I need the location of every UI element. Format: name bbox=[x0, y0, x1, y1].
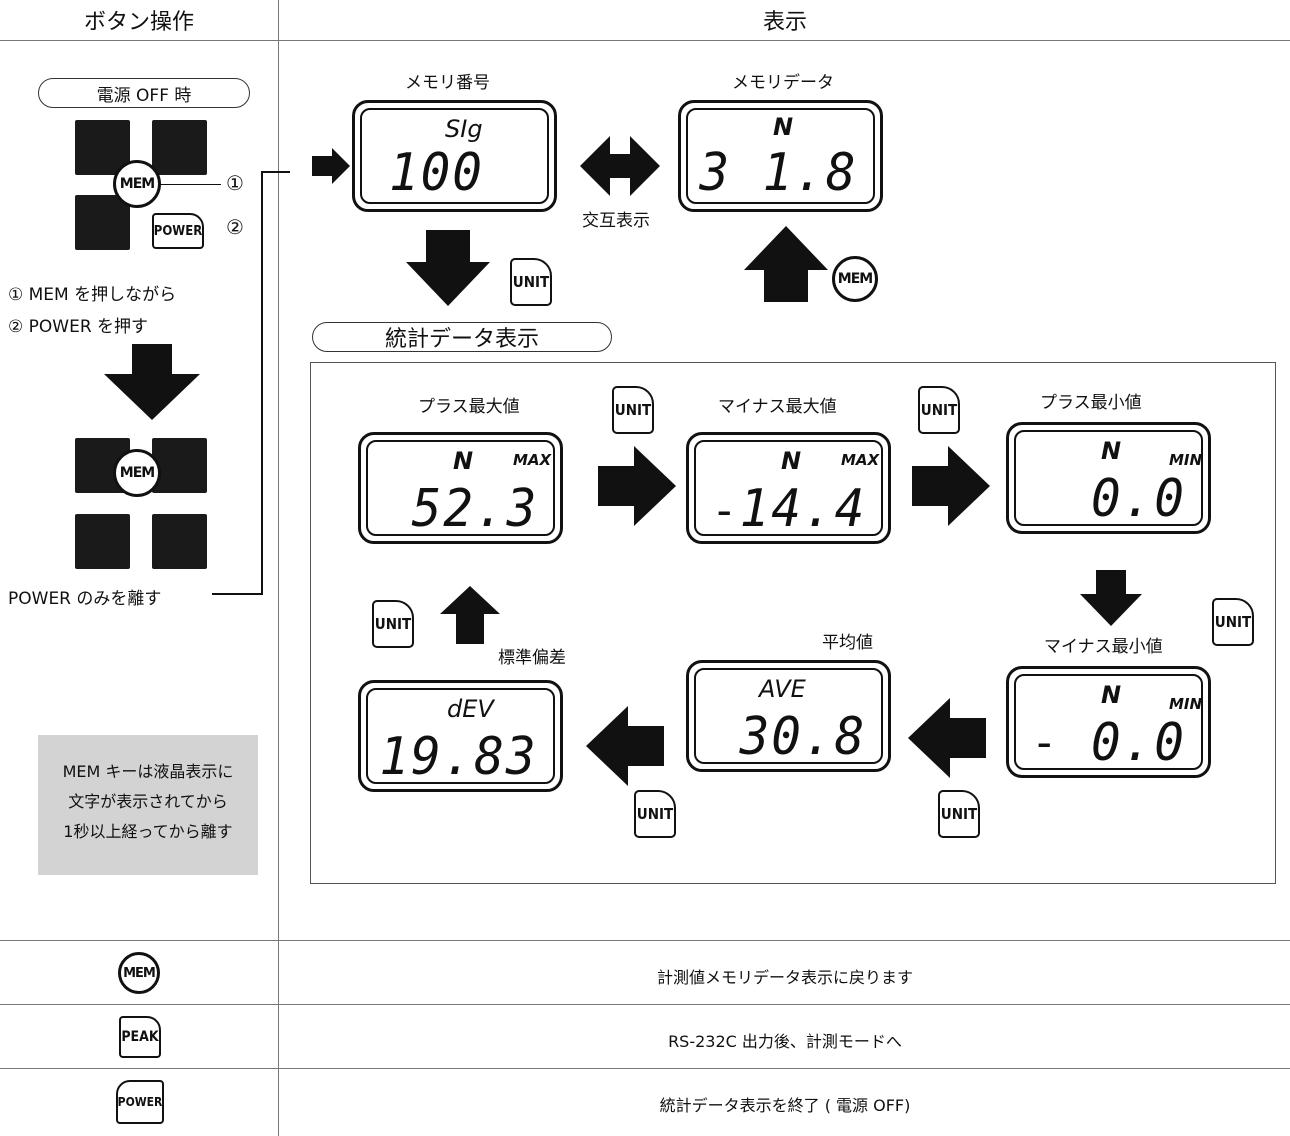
up-arrow-icon bbox=[744, 226, 828, 302]
note-box: MEM キーは液晶表示に 文字が表示されてから 1秒以上経ってから離す bbox=[38, 735, 258, 875]
lcd-minus-min: N MIN - 0.0 bbox=[1006, 666, 1211, 778]
unit-key-icon: UNIT bbox=[1212, 598, 1254, 646]
grid-line bbox=[0, 40, 1290, 41]
lcd-minus-max: N MAX - 14.4 bbox=[686, 432, 891, 544]
left-arrow-icon bbox=[586, 706, 664, 786]
unit-key-icon: UNIT bbox=[372, 600, 414, 648]
grid-line bbox=[0, 1004, 1290, 1005]
memory-data-label: メモリデータ bbox=[732, 73, 834, 93]
peak-key-icon: PEAK bbox=[119, 1016, 161, 1058]
step2-text: ② POWER を押す bbox=[8, 317, 149, 337]
plus-min-label: プラス最小値 bbox=[1040, 393, 1142, 413]
lcd-std-dev: dEV 19.83 bbox=[358, 680, 563, 792]
power-key-icon: POWER bbox=[116, 1080, 164, 1124]
step-marker-1: ① bbox=[226, 171, 244, 195]
mem-key-icon: MEM bbox=[113, 160, 161, 208]
unit-key-icon: UNIT bbox=[510, 258, 552, 306]
unit-key-icon: UNIT bbox=[612, 386, 654, 434]
average-label: 平均値 bbox=[822, 633, 873, 653]
power-key-icon: POWER bbox=[152, 213, 204, 249]
stats-frame bbox=[310, 362, 1276, 884]
lcd-plus-min: N MIN 0.0 bbox=[1006, 422, 1211, 534]
minus-min-label: マイナス最小値 bbox=[1044, 637, 1163, 657]
right-arrow-icon bbox=[598, 446, 676, 526]
grid-line bbox=[278, 0, 279, 1136]
release-text: POWER のみを離す bbox=[8, 589, 162, 609]
header-button-operation: ボタン操作 bbox=[83, 10, 194, 35]
right-arrow-icon bbox=[312, 148, 350, 184]
alternate-display-label: 交互表示 bbox=[582, 211, 650, 231]
right-arrow-icon bbox=[912, 446, 990, 526]
header-display: 表示 bbox=[762, 10, 807, 35]
plus-max-label: プラス最大値 bbox=[418, 397, 520, 417]
left-arrow-icon bbox=[908, 698, 986, 778]
lcd-memory-data: N 3 1.8 bbox=[678, 100, 883, 212]
mem-key-icon: MEM bbox=[118, 952, 160, 994]
step1-text: ① MEM を押しながら bbox=[8, 285, 177, 305]
lcd-average: AVE 30.8 bbox=[686, 660, 891, 772]
flow-connector bbox=[212, 171, 290, 595]
unit-key-icon: UNIT bbox=[634, 790, 676, 838]
up-arrow-icon bbox=[440, 586, 500, 644]
step-marker-2: ② bbox=[226, 215, 244, 239]
std-dev-label: 標準偏差 bbox=[498, 648, 566, 668]
stats-title: 統計データ表示 bbox=[312, 322, 612, 352]
table-row-text: 計測値メモリデータ表示に戻ります bbox=[656, 968, 913, 987]
down-arrow-icon bbox=[406, 230, 490, 306]
unit-key-icon: UNIT bbox=[938, 790, 980, 838]
minus-max-label: マイナス最大値 bbox=[718, 397, 837, 417]
lcd-plus-max: N MAX 52.3 bbox=[358, 432, 563, 544]
mem-key-icon: MEM bbox=[832, 256, 878, 302]
grid-line bbox=[0, 1068, 1290, 1069]
power-off-label: 電源 OFF 時 bbox=[38, 78, 250, 108]
lcd-memory-number: SIg 100 bbox=[352, 100, 557, 212]
unit-key-icon: UNIT bbox=[918, 386, 960, 434]
memory-number-label: メモリ番号 bbox=[405, 73, 490, 93]
grid-line bbox=[0, 940, 1290, 941]
bidirectional-arrow-icon bbox=[580, 136, 660, 196]
mem-key-icon: MEM bbox=[113, 449, 161, 497]
table-row-text: RS-232C 出力後、計測モードへ bbox=[668, 1032, 902, 1051]
table-row-text: 統計データ表示を終了 ( 電源 OFF) bbox=[659, 1096, 911, 1115]
down-arrow-icon bbox=[104, 344, 200, 420]
down-arrow-icon bbox=[1080, 570, 1142, 626]
